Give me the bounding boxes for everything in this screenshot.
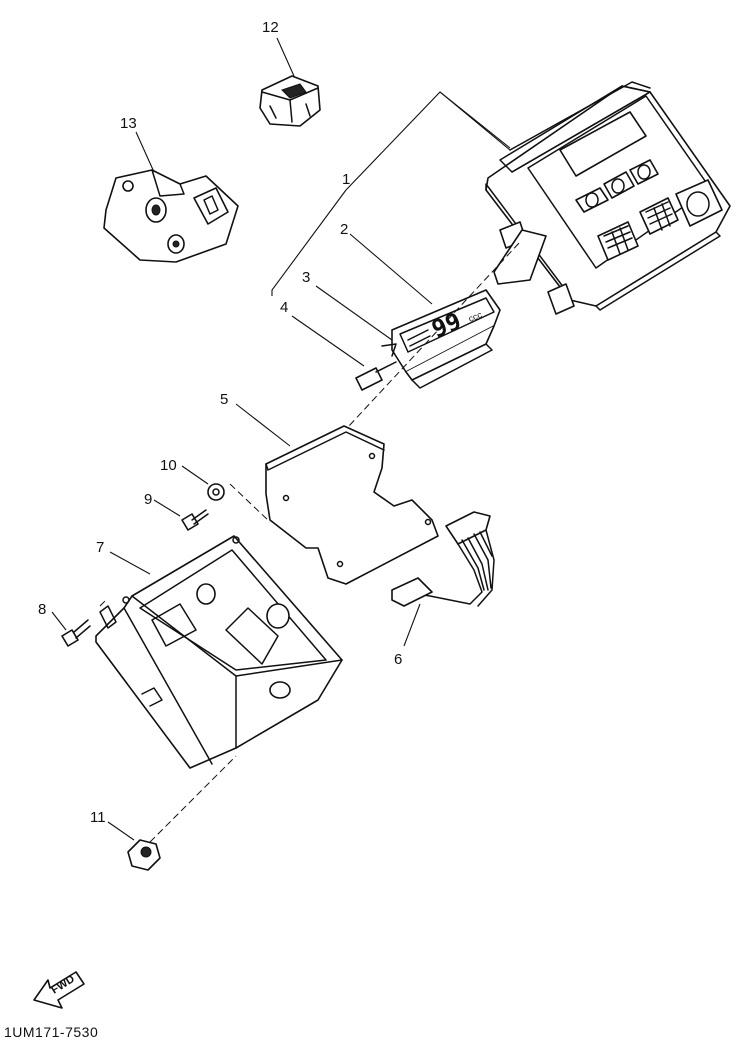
leader-lines <box>51 37 433 841</box>
part-11-nut <box>127 839 161 871</box>
callout-13: 13 <box>120 115 137 132</box>
part-13-switch <box>103 169 239 263</box>
callout-4: 4 <box>280 299 288 316</box>
diagram-code: 1UM171-7530 <box>4 1024 99 1040</box>
callout-2: 2 <box>340 221 348 238</box>
callout-7: 7 <box>96 539 104 556</box>
part-5-circuit-board <box>265 425 439 585</box>
callout-12: 12 <box>262 19 279 36</box>
display-unit: ccc <box>467 309 484 324</box>
callout-1: 1 <box>342 171 350 188</box>
display-module: 99 ccc <box>355 289 501 391</box>
part-10-nut <box>207 483 225 501</box>
callout-10: 10 <box>160 457 177 474</box>
callout-6: 6 <box>394 651 402 668</box>
callout-8: 8 <box>38 601 46 618</box>
callout-3: 3 <box>302 269 310 286</box>
callout-11: 11 <box>90 809 106 826</box>
part-12-grommet <box>259 75 321 127</box>
forward-arrow-icon: FWD <box>33 971 85 1009</box>
callout-5: 5 <box>220 391 228 408</box>
part-9-screw <box>181 509 209 531</box>
part-1-bracket <box>271 91 511 296</box>
callout-labels: 12 13 1 2 3 4 5 10 9 7 8 6 11 <box>38 19 402 826</box>
instrument-assembly <box>485 81 731 315</box>
part-6-ribbon-cable <box>391 511 495 607</box>
part-8-screw <box>61 619 91 647</box>
part-7-housing <box>95 535 343 769</box>
callout-9: 9 <box>144 491 152 508</box>
